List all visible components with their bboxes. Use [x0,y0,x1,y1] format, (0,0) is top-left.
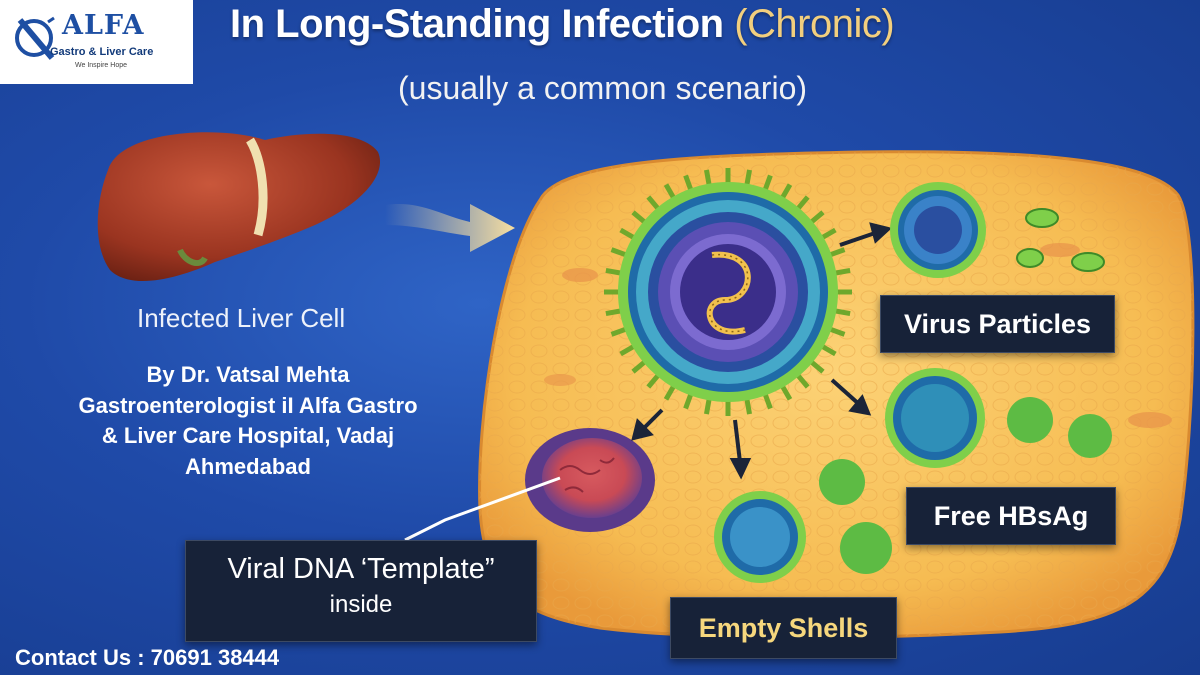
free-hbsag-label: Free HBsAg [906,487,1116,545]
empty-shell-icon [714,459,892,583]
title-main: In Long-Standing Infection [230,2,724,46]
nucleus-icon [525,428,655,532]
logo-tagline: We Inspire Hope [75,62,128,69]
author-line: Ahmedabad [185,453,311,479]
page-title: In Long-Standing Infection (Chronic) [230,2,895,47]
alfa-logo-icon [15,16,55,60]
hbsag-icon [885,368,1112,468]
logo: ALFA Gastro & Liver Care We Inspire Hope [0,0,193,84]
logo-subtitle: Gastro & Liver Care [50,46,154,58]
flow-arrows [631,222,893,480]
author-credit: By Dr. Vatsal Mehta Gastroenterologist i… [28,360,468,482]
liver-label: Infected Liver Cell [137,303,346,333]
title-accent: (Chronic) [734,2,895,46]
empty-shells-label: Empty Shells [670,597,897,659]
author-line: & Liver Care Hospital, Vadaj [101,423,395,448]
arrow-icon [385,203,515,252]
small-particles [1016,208,1105,272]
logo-brand: ALFA [62,10,145,41]
pointer-line [404,476,561,542]
liver-icon [97,132,381,282]
viral-dna-label-line1: Viral DNA ‘Template” [227,553,495,585]
contact-info: Contact Us : 70691 38444 [15,645,280,670]
author-line: Gastroenterologist iI Alfa Gastro [78,392,418,418]
author-line: By Dr. Vatsal Mehta [146,362,350,387]
virus-particle-icon [890,182,986,278]
virus-icon [604,168,852,416]
page-subtitle: (usually a common scenario) [398,70,808,106]
viral-dna-label: Viral DNA ‘Template” inside [185,540,537,642]
virus-particles-label: Virus Particles [880,295,1115,353]
viral-dna-label-line2: inside [329,591,393,618]
infected-cell [478,150,1195,640]
